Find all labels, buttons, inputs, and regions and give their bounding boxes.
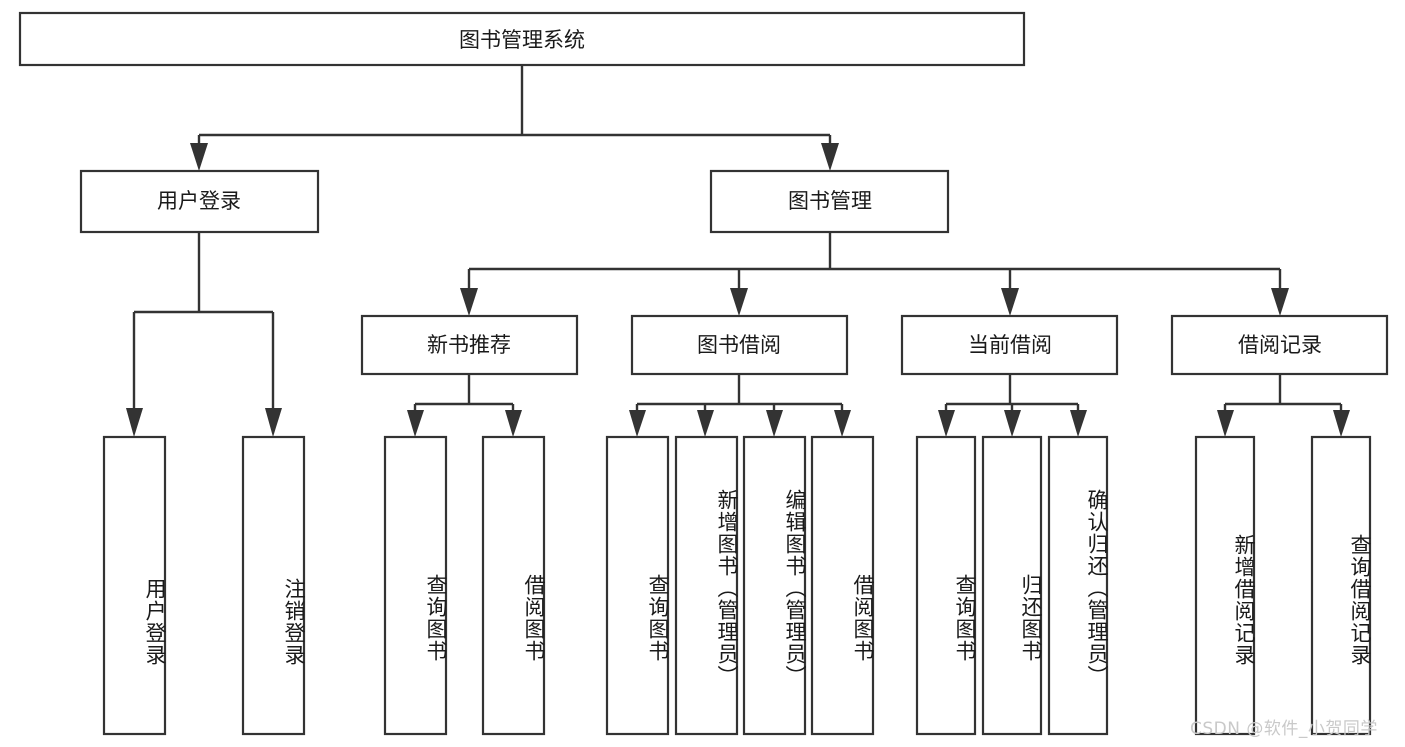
leaf-box-current-borrow-1[interactable] [915,435,977,736]
arrow-head-book-manage [821,143,839,171]
node-current-borrow[interactable]: 当前借阅 [900,314,1119,376]
node-root-system[interactable]: 图书管理系统 [18,11,1026,67]
arrow-head-newbook-leaf-2 [505,410,522,437]
leaf-box-book-borrow-3[interactable] [742,435,807,736]
node-borrow-record-label: 借阅记录 [1238,333,1322,357]
connector-group-borrow-record [1217,374,1350,437]
node-root-box[interactable] [18,11,1026,67]
leaf-box-book-borrow-4[interactable] [810,435,875,736]
arrow-head-currentborrow-leaf-1 [938,410,955,437]
node-book-borrow[interactable]: 图书借阅 [630,314,849,376]
arrow-head-bookborrow-leaf-4 [834,410,851,437]
arrow-head-new-book [460,288,478,316]
node-current-borrow-box[interactable] [900,314,1119,376]
watermark-text: CSDN @软件_小贺同学 [1190,719,1378,739]
arrow-head-book-borrow [730,288,748,316]
node-book-borrow-label: 图书借阅 [697,333,781,357]
arrow-head-leaf-user-login [126,408,143,437]
connector-group-root [190,65,839,171]
arrow-head-bookborrow-leaf-3 [766,410,783,437]
arrow-head-borrowrecord-leaf-1 [1217,410,1234,437]
leaf-box-current-borrow-3[interactable] [1047,435,1109,736]
node-book-manage-label: 图书管理 [788,189,872,213]
arrow-head-currentborrow-leaf-3 [1070,410,1087,437]
node-new-book-recommend-label: 新书推荐 [427,333,511,357]
arrow-head-borrowrecord-leaf-2 [1333,410,1350,437]
connector-group-user-login [126,232,282,437]
connector-group-new-book [407,374,522,437]
node-root-label: 图书管理系统 [459,28,585,52]
leaf-box-new-book-1[interactable] [383,435,448,736]
node-book-manage-box[interactable] [709,169,950,234]
leaf-box-new-book-2[interactable] [481,435,546,736]
arrow-head-currentborrow-leaf-2 [1004,410,1021,437]
leaf-box-book-borrow-1[interactable] [605,435,670,736]
connector-group-current-borrow [938,374,1087,437]
leaf-box-borrow-record-1[interactable] [1194,435,1256,736]
arrow-head-leaf-logout [265,408,282,437]
arrow-head-bookborrow-leaf-1 [629,410,646,437]
arrow-head-bookborrow-leaf-2 [697,410,714,437]
arrow-head-newbook-leaf-1 [407,410,424,437]
node-current-borrow-label: 当前借阅 [968,333,1052,357]
node-borrow-record[interactable]: 借阅记录 [1170,314,1389,376]
node-new-book-recommend-box[interactable] [360,314,579,376]
leaf-box-borrow-record-2[interactable] [1310,435,1372,736]
arrow-head-user-login [190,143,208,171]
node-user-login-box[interactable] [79,169,320,234]
node-borrow-record-box[interactable] [1170,314,1389,376]
node-new-book-recommend[interactable]: 新书推荐 [360,314,579,376]
node-user-login-label: 用户登录 [157,189,241,213]
connector-group-book-borrow [629,374,851,437]
arrow-head-current-borrow [1001,288,1019,316]
node-user-login[interactable]: 用户登录 [79,169,320,234]
leaf-box-user-login-2[interactable] [241,435,306,736]
connector-group-book-manage [460,232,1289,316]
node-book-manage[interactable]: 图书管理 [709,169,950,234]
node-book-borrow-box[interactable] [630,314,849,376]
leaf-box-user-login-1[interactable] [102,435,167,736]
leaf-box-book-borrow-2[interactable] [674,435,739,736]
arrow-head-borrow-record [1271,288,1289,316]
leaf-box-current-borrow-2[interactable] [981,435,1043,736]
